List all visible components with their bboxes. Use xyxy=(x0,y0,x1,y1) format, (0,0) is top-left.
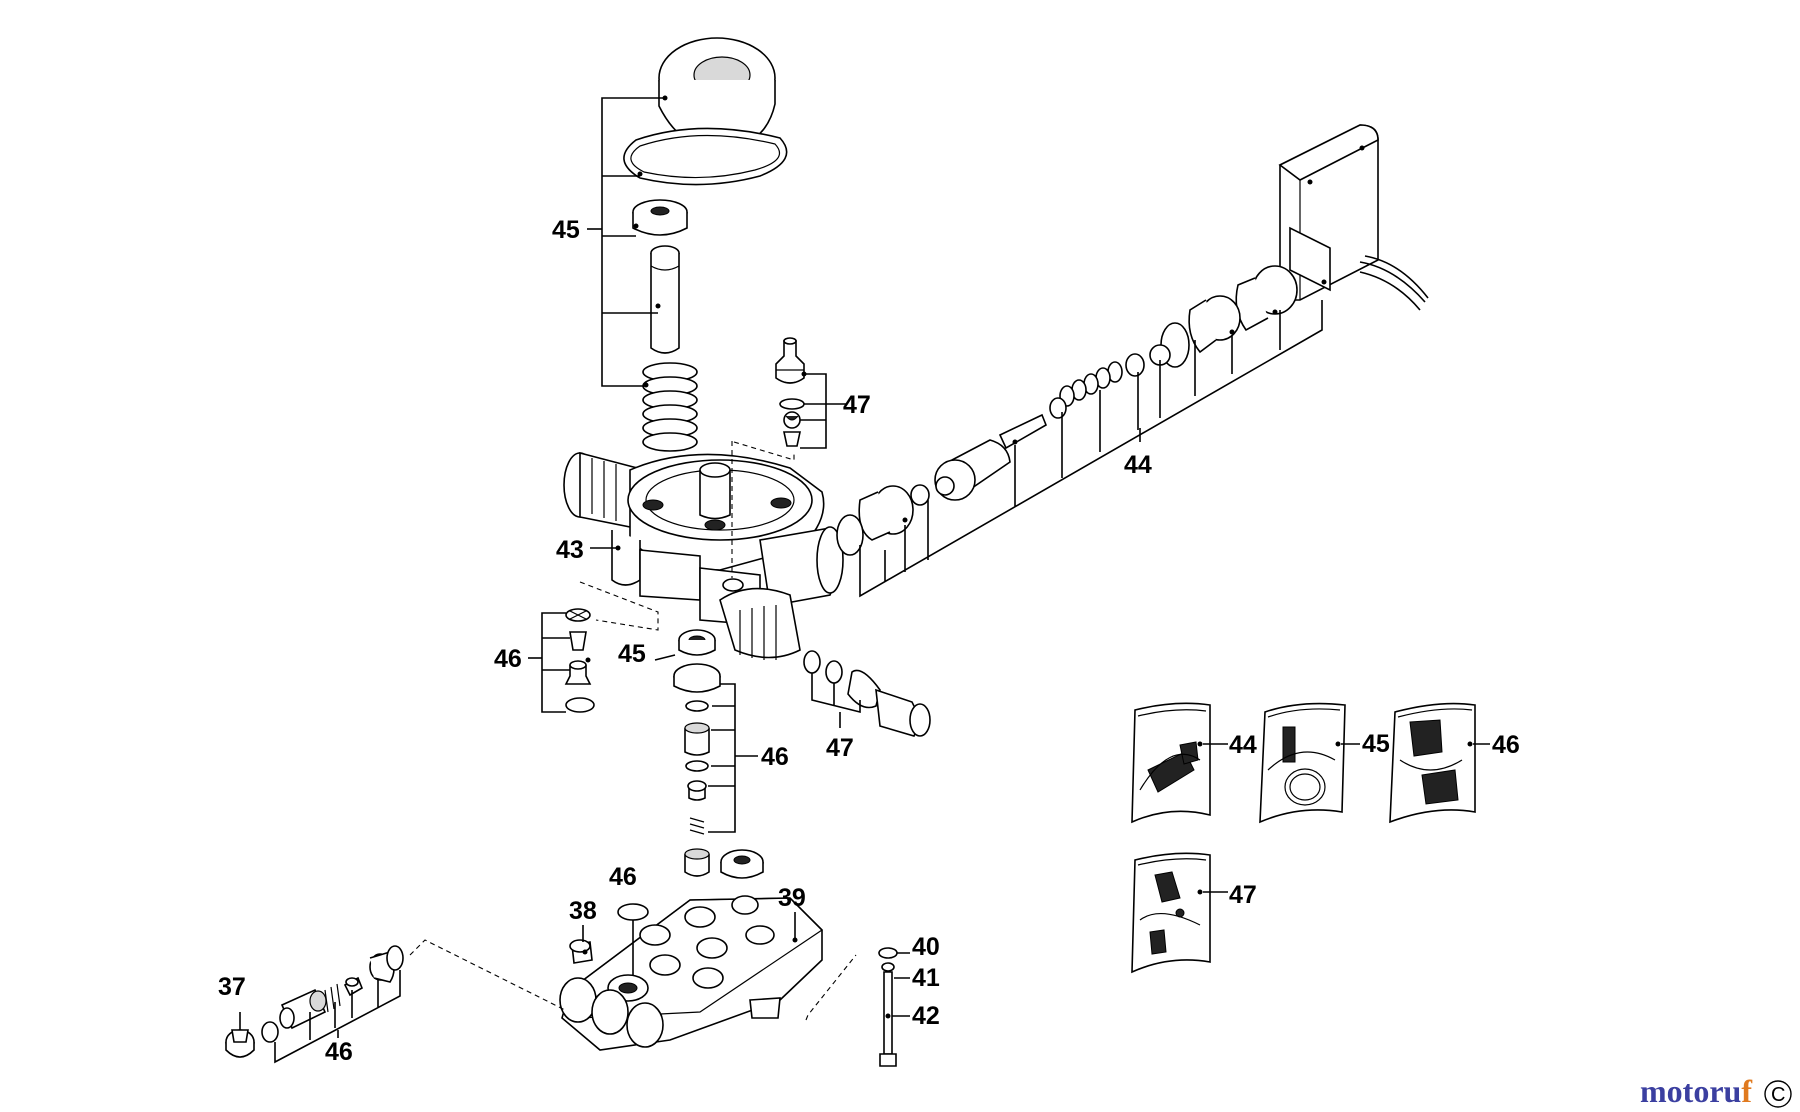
valve-center-stack xyxy=(673,629,764,879)
kit-bag-47 xyxy=(1131,852,1211,974)
manifold-block xyxy=(559,895,823,1051)
spring-part xyxy=(642,362,698,452)
unloader-parts xyxy=(261,945,404,1043)
callout-40: 40 xyxy=(912,933,940,961)
valve-left-parts xyxy=(564,608,595,713)
o-ring-large xyxy=(836,514,864,556)
callout-45-mid: 45 xyxy=(618,640,646,668)
copyright-mark: C xyxy=(1771,1084,1785,1106)
bolt-42 xyxy=(879,971,897,1067)
kit-bag-46 xyxy=(1389,702,1476,824)
sleeve-large xyxy=(858,485,914,541)
kit-bag-45 xyxy=(1259,702,1346,824)
callout-46-bottom: 46 xyxy=(325,1038,353,1066)
seal-ring xyxy=(623,127,788,186)
nut-part xyxy=(1235,265,1298,332)
kit-label-46: 46 xyxy=(1492,731,1520,759)
collar-part xyxy=(632,199,688,236)
washer-41 xyxy=(881,962,895,972)
plunger-part xyxy=(934,413,1048,501)
watermark-part1: motoru xyxy=(1640,1073,1741,1109)
sleeve-part xyxy=(1188,295,1241,354)
bracket-45-top xyxy=(601,97,665,387)
o-ring-small xyxy=(910,484,930,506)
bracket-46-bottom xyxy=(274,970,401,1064)
bracket-46-mid xyxy=(708,683,736,833)
spring-small xyxy=(1059,361,1123,407)
callout-46-left: 46 xyxy=(494,645,522,673)
callout-39: 39 xyxy=(778,884,806,912)
callout-47-mid: 47 xyxy=(826,734,854,762)
callout-42: 42 xyxy=(912,1002,940,1030)
watermark-logo: motoruf xyxy=(1640,1073,1752,1109)
callout-41: 41 xyxy=(912,964,940,992)
junction-box xyxy=(1278,124,1429,311)
bracket-46-left xyxy=(541,612,570,713)
watermark-part2: f xyxy=(1741,1073,1752,1109)
callout-45-top: 45 xyxy=(552,216,580,244)
bracket-47-top xyxy=(800,373,827,449)
callout-37: 37 xyxy=(218,973,246,1001)
outlet-fitting xyxy=(803,650,931,737)
valve-seat xyxy=(783,431,801,447)
o-ring-manifold xyxy=(617,903,649,921)
callout-38: 38 xyxy=(569,897,597,925)
bearing-part xyxy=(658,37,776,151)
callout-44-main: 44 xyxy=(1124,451,1152,479)
callout-47-top: 47 xyxy=(843,391,871,419)
plug-38 xyxy=(569,939,593,964)
kit-bag-44 xyxy=(1131,702,1211,824)
washer-40 xyxy=(878,947,898,959)
kit-label-47: 47 xyxy=(1229,881,1257,909)
pump-head xyxy=(563,451,844,660)
kit-label-45: 45 xyxy=(1362,730,1390,758)
fitting-part xyxy=(775,337,807,384)
o-ring xyxy=(779,398,805,410)
bracket-47-mid xyxy=(811,673,861,728)
copyright-circle xyxy=(1764,1080,1792,1108)
callout-46-low: 46 xyxy=(609,863,637,891)
piston-part xyxy=(650,245,680,354)
callout-46-mid: 46 xyxy=(761,743,789,771)
plug-37 xyxy=(225,1029,255,1058)
bracket-44 xyxy=(859,300,1323,598)
callout-43: 43 xyxy=(556,536,584,564)
kit-label-44: 44 xyxy=(1229,731,1257,759)
